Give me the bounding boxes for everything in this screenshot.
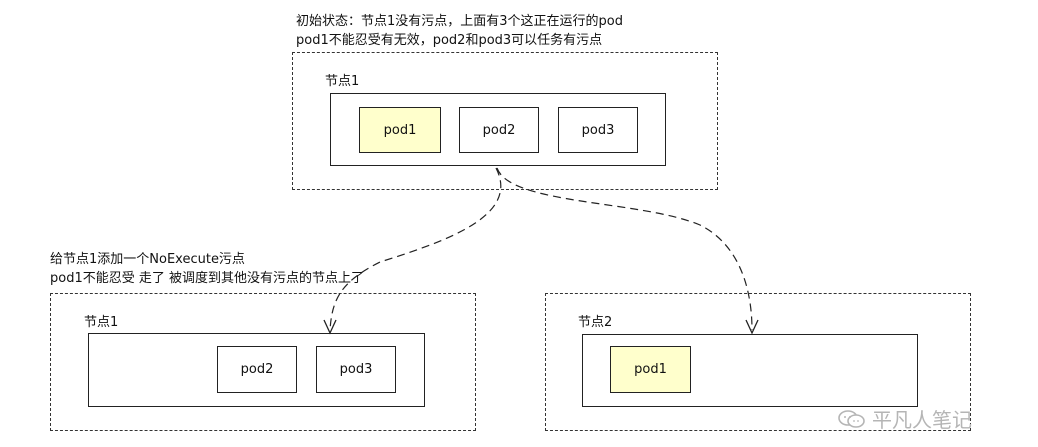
bottom-left-pod3: pod3: [316, 346, 396, 393]
bottom-left-pod2: pod2: [217, 346, 297, 393]
top-pod3: pod3: [558, 107, 638, 153]
arrow-head-node1: [323, 319, 337, 335]
initial-state-line1: 初始状态：节点1没有污点，上面有3个这正在运行的pod: [296, 14, 623, 29]
noexecute-line1: 给节点1添加一个NoExecute污点: [50, 252, 245, 267]
bottom-right-node2-group: [545, 293, 971, 431]
arrow-head-node2: [745, 319, 759, 335]
noexecute-note: 给节点1添加一个NoExecute污点 pod1不能忍受 走了 被调度到其他没有…: [50, 250, 364, 288]
arrow-to-node1: [329, 167, 502, 331]
arrow-to-node2: [496, 167, 753, 331]
top-node1-label: 节点1: [325, 74, 360, 89]
top-pod2: pod2: [459, 107, 539, 153]
watermark-text: 平凡人笔记: [872, 408, 972, 432]
noexecute-line2: pod1不能忍受 走了 被调度到其他没有污点的节点上了: [50, 271, 364, 286]
bottom-left-node1-label: 节点1: [84, 315, 119, 330]
bottom-right-node2-label: 节点2: [578, 315, 613, 330]
initial-state-line2: pod1不能忍受有无效，pod2和pod3可以任务有污点: [296, 33, 603, 48]
initial-state-note: 初始状态：节点1没有污点，上面有3个这正在运行的pod pod1不能忍受有无效，…: [296, 12, 623, 50]
wechat-icon: [838, 409, 865, 428]
bottom-left-node1-group: [50, 293, 476, 431]
top-pod1: pod1: [359, 107, 441, 153]
top-node1-group: [292, 52, 718, 190]
watermark: 平凡人笔记: [838, 404, 972, 433]
bottom-right-pod1: pod1: [610, 346, 691, 393]
